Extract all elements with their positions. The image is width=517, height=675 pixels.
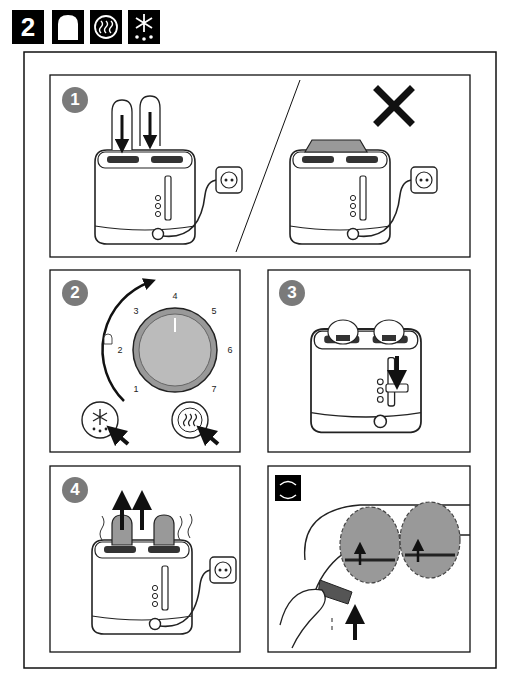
dial-number: 2: [117, 346, 122, 355]
section-number: 2: [12, 10, 44, 44]
dial-number: 1: [133, 385, 138, 394]
callout-number: 2: [62, 280, 88, 306]
callout-number: 4: [62, 477, 88, 503]
dial-number: 3: [133, 307, 138, 316]
number-text: 4: [70, 480, 79, 500]
dial-number: 5: [211, 307, 216, 316]
callout-number: 1: [62, 87, 88, 113]
callout-number: 3: [279, 280, 305, 306]
number-text: 2: [21, 12, 35, 43]
number-text: 3: [287, 283, 296, 303]
dial-number: 7: [211, 385, 216, 394]
number-text: 2: [70, 283, 79, 303]
dial-number: 6: [227, 346, 232, 355]
number-text: 1: [70, 90, 79, 110]
dial-number: 4: [172, 292, 177, 301]
